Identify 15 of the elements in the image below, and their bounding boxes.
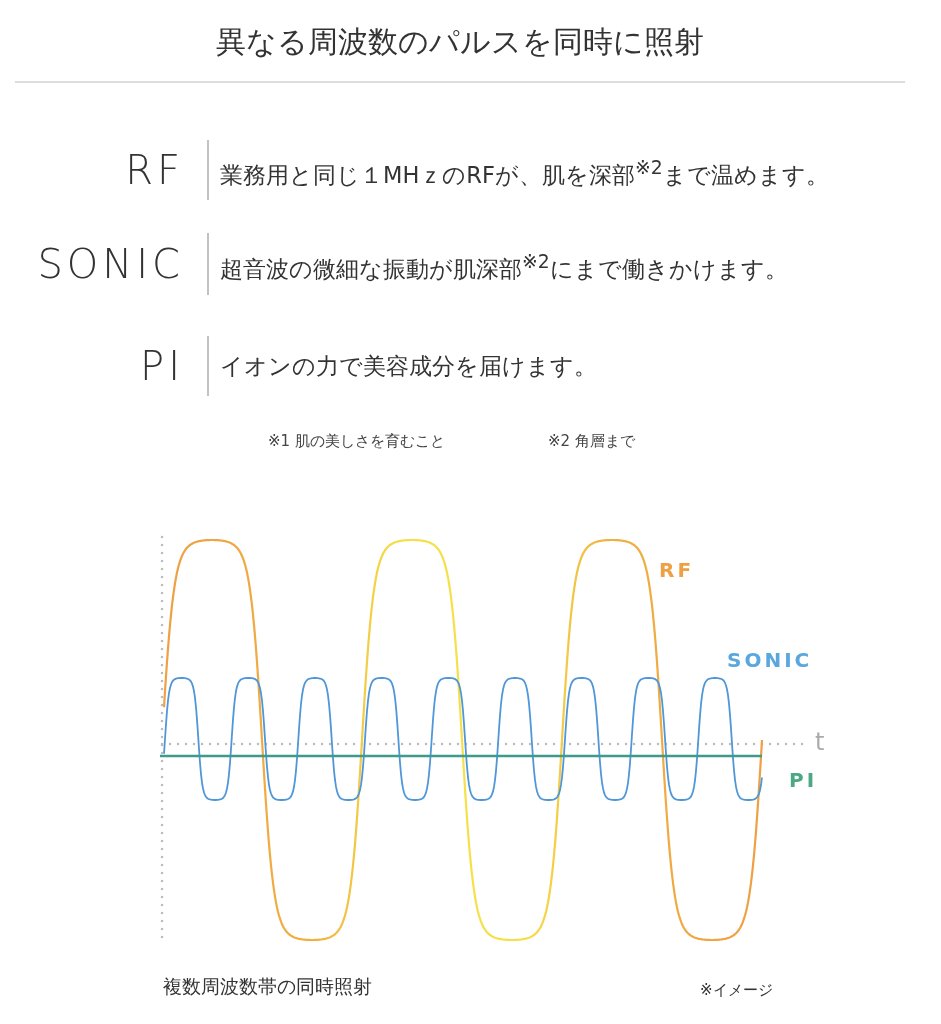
row-heading: SONIC (37, 240, 184, 288)
title: 異なる周波数のパルスを同時に照射 (215, 24, 705, 60)
series-label: SONIC (727, 648, 813, 672)
description-text: 業務用と同じ１MHｚのRFが、肌を深部$^{※2}$まで温めます。 (220, 157, 829, 189)
series-label: PI (789, 768, 818, 792)
series-label: RF (659, 558, 695, 582)
footnote: ※2 角層まで (548, 432, 635, 450)
description-text: 超音波の微細な振動が肌深部$^{※2}$にまで働きかけます。 (220, 251, 788, 283)
footnote: ※1 肌の美しさを育むこと (268, 432, 445, 450)
note-text: ※イメージ (700, 981, 773, 999)
axis-label: t (815, 728, 825, 757)
caption: 複数周波数帯の同時照射 (163, 975, 372, 998)
row-heading: RF (125, 146, 184, 194)
description-text: イオンの力で美容成分を届けます。 (220, 353, 597, 380)
row-heading: PI (140, 342, 184, 390)
